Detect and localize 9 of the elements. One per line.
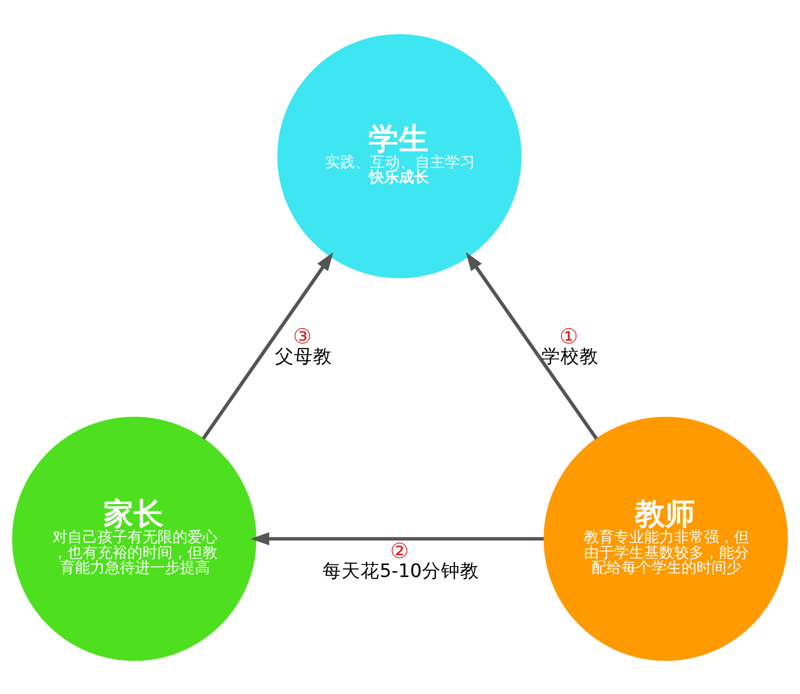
edge-label: ② 每天花5-10分钟教 [322,538,479,582]
edge-label: ③ 父母教 [274,324,332,367]
edge-label: ① 学校教 [541,324,598,367]
arrow [202,252,334,440]
node-circle: 家长 对自己孩子有无限的爱心，也有充裕的时间，但教育能力急待进一步提高 [12,416,256,660]
arrow [466,252,598,440]
node-circle: 教师 教育专业能力非常强，但由于学生基数较多，能分配给每个学生的时间少 [544,416,788,660]
node-circle: 学生 实践、互动、自主学习 快乐成长 [277,34,522,278]
arrow [250,532,544,545]
